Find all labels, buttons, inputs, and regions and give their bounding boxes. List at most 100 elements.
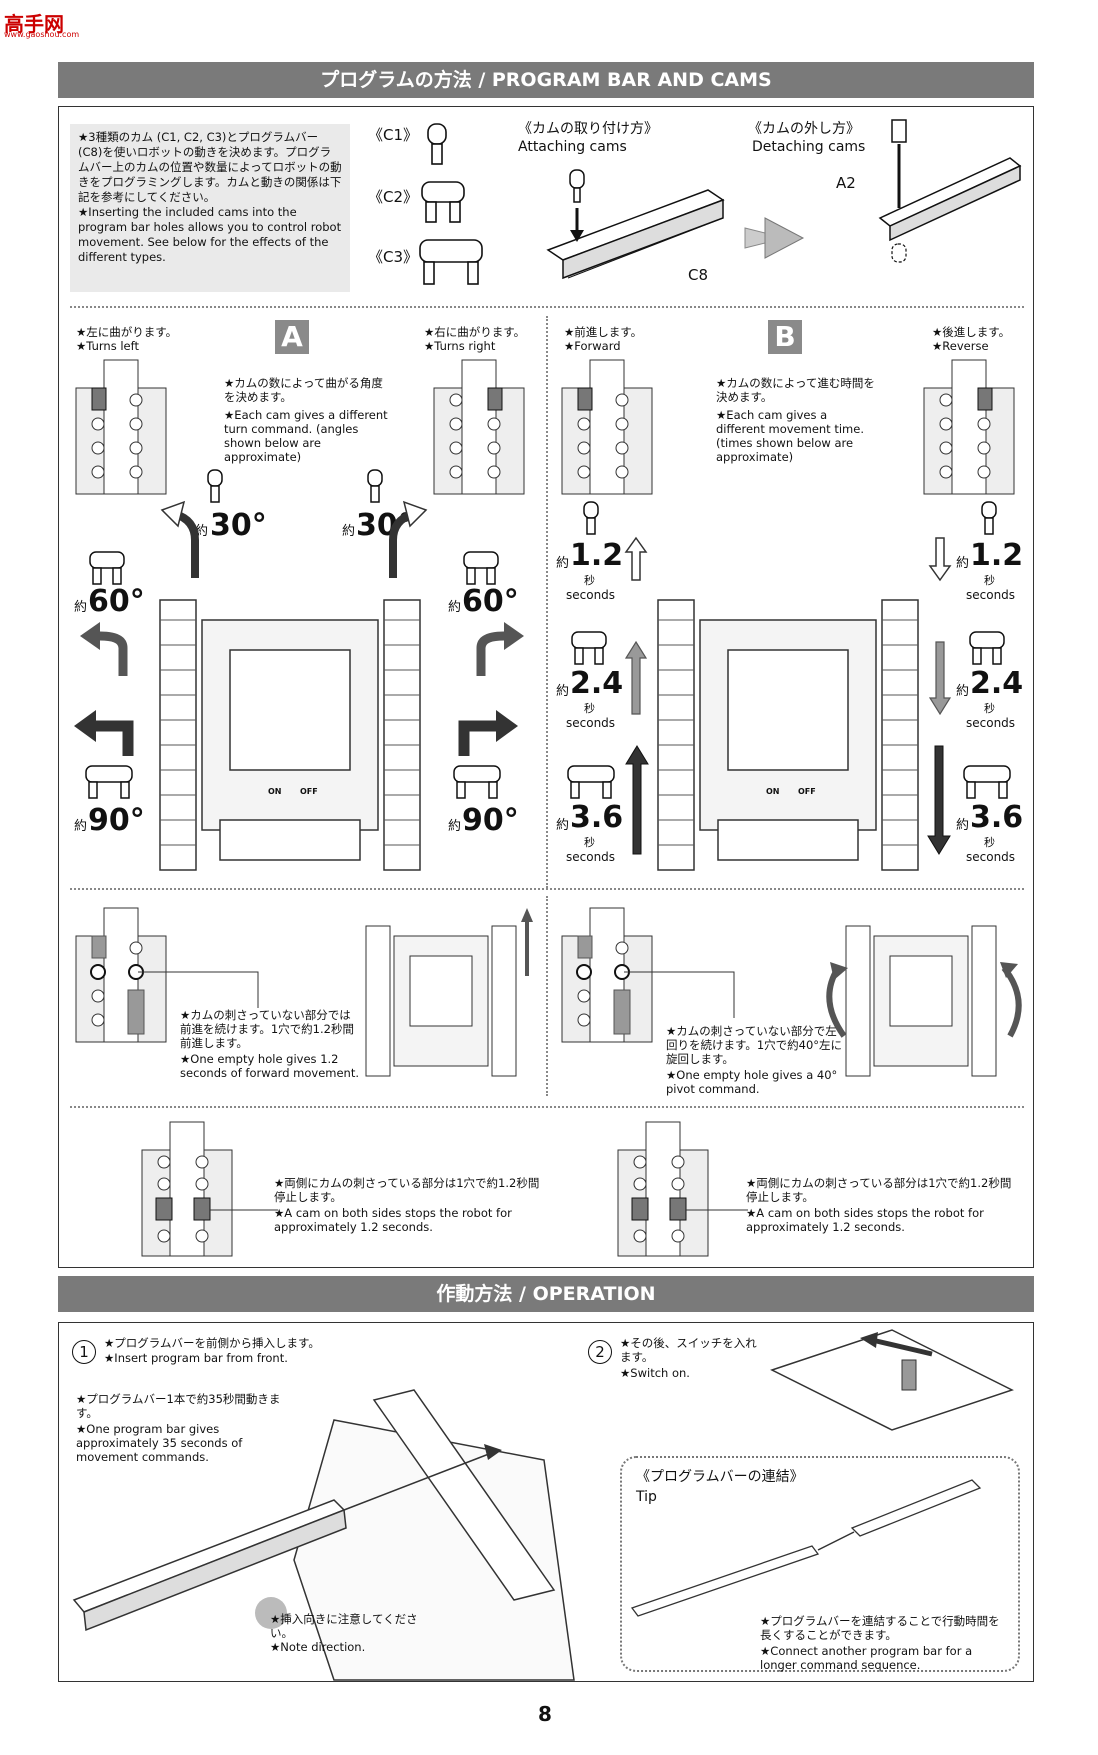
panel-a-letter: A bbox=[275, 320, 309, 354]
yaku-90-right: 約 bbox=[448, 819, 462, 834]
pivot-arrow-left-icon bbox=[826, 962, 848, 1038]
step-1-en: ★Insert program bar from front. bbox=[104, 1351, 288, 1365]
note-highlight-icon bbox=[255, 1597, 287, 1629]
cam-c1-icon bbox=[981, 501, 997, 535]
yaku-60-right: 約 bbox=[448, 600, 462, 615]
robot-top-view-b bbox=[657, 599, 919, 871]
part-label-a2: A2 bbox=[836, 174, 856, 192]
panel-b-letter: B bbox=[768, 320, 802, 354]
empty-fwd-en: ★One empty hole gives 1.2 seconds of for… bbox=[180, 1052, 359, 1080]
turn-arrow-60-right-icon bbox=[476, 622, 524, 676]
panel-b-desc-jp: ★カムの数によって進む時間を決めます。 bbox=[716, 376, 875, 404]
pointer-line bbox=[624, 971, 735, 1018]
yaku-2-4-rev: 約 bbox=[956, 684, 970, 699]
intro-en: ★Inserting the included cams into the pr… bbox=[78, 205, 342, 264]
intro-jp: ★3種類のカム (C1, C2, C3)とプログラムバー(C8)を使いロボットの… bbox=[78, 130, 342, 204]
sec-jp: 秒 bbox=[984, 574, 995, 587]
sec-en: seconds bbox=[966, 716, 1016, 730]
connect-bars-illustration bbox=[630, 1479, 982, 1617]
yaku-2-4-fwd: 約 bbox=[556, 684, 570, 699]
switch-on-label: ON bbox=[268, 787, 282, 796]
time-1-2-fwd: 1.2 bbox=[570, 538, 624, 573]
separator bbox=[70, 306, 1024, 308]
angle-60-left: 60° bbox=[88, 584, 145, 619]
note-direction-jp: ★挿入向きに注意してください。 bbox=[270, 1612, 418, 1640]
cam-c2-icon bbox=[463, 551, 499, 585]
part-label-c8: C8 bbox=[688, 266, 709, 284]
note-direction-en: ★Note direction. bbox=[270, 1640, 366, 1654]
sec-en: seconds bbox=[566, 716, 616, 730]
program-frame bbox=[58, 106, 1034, 1268]
cam-c1-icon bbox=[207, 469, 223, 503]
step-2-jp: ★その後、スイッチを入れます。 bbox=[620, 1336, 757, 1364]
program-bar-left-icon bbox=[75, 359, 167, 495]
forward-arrow-long-icon bbox=[625, 745, 649, 855]
forward-arrow-icon bbox=[521, 908, 533, 976]
attach-cam-illustration bbox=[546, 169, 725, 280]
cam-label-c1: 《C1》 bbox=[368, 126, 419, 144]
angle-90-left: 90° bbox=[88, 803, 145, 838]
reverse-arrow-mid-icon bbox=[928, 641, 952, 716]
pointer-line bbox=[686, 1209, 748, 1211]
pointer-line bbox=[138, 971, 259, 1008]
forward-jp: ★前進します。 bbox=[564, 325, 643, 339]
cam-c3-icon bbox=[567, 765, 615, 799]
pivot-arrow-right-icon bbox=[1000, 962, 1022, 1038]
section-banner-operation: 作動方法 / OPERATION bbox=[58, 1276, 1034, 1312]
intro-note: ★3種類のカム (C1, C2, C3)とプログラムバー(C8)を使いロボットの… bbox=[70, 124, 350, 292]
forward-arrow-short-icon bbox=[624, 536, 648, 581]
switch-off-label: OFF bbox=[300, 787, 318, 796]
reverse-en: ★Reverse bbox=[932, 339, 989, 353]
step-2-en: ★Switch on. bbox=[620, 1366, 690, 1380]
yaku-1-2-rev: 約 bbox=[956, 556, 970, 571]
robot-top-view-a bbox=[159, 599, 421, 871]
yaku-90-left: 約 bbox=[74, 819, 88, 834]
angle-60-right: 60° bbox=[462, 584, 519, 619]
sec-en: seconds bbox=[566, 850, 616, 864]
time-3-6-fwd: 3.6 bbox=[570, 800, 624, 835]
program-bar-both-cams-icon bbox=[141, 1121, 233, 1257]
step-1-number: 1 bbox=[72, 1340, 96, 1364]
empty-fwd-jp: ★カムの刺さっていない部分では前進を続けます。1穴で約1.2秒間前進します。 bbox=[180, 1008, 354, 1050]
sec-jp: 秒 bbox=[984, 702, 995, 715]
yaku-1-2-fwd: 約 bbox=[556, 556, 570, 571]
cam-label-c3: 《C3》 bbox=[368, 248, 419, 266]
turn-arrow-30-right-icon bbox=[389, 500, 428, 578]
yaku-30-right: 約 bbox=[342, 524, 356, 539]
detach-title-jp: 《カムの外し方》 bbox=[748, 121, 860, 137]
cam-shapes-icon bbox=[419, 123, 483, 285]
sec-jp: 秒 bbox=[584, 574, 595, 587]
program-bar-forward-icon bbox=[561, 359, 653, 495]
attach-title-jp: 《カムの取り付け方》 bbox=[518, 121, 658, 137]
time-2-4-fwd: 2.4 bbox=[570, 666, 624, 701]
tip-title-jp: 《プログラムバーの連結》 bbox=[636, 1469, 804, 1485]
both-stop-en-right: ★A cam on both sides stops the robot for… bbox=[746, 1206, 984, 1234]
panel-a-desc-en: ★Each cam gives a different turn command… bbox=[224, 408, 388, 464]
cam-c2-icon bbox=[89, 551, 125, 585]
program-bar-right-icon bbox=[433, 359, 525, 495]
switch-off-label: OFF bbox=[798, 787, 816, 796]
cam-c1-icon bbox=[583, 501, 599, 535]
reverse-arrow-long-icon bbox=[927, 745, 951, 855]
sec-jp: 秒 bbox=[584, 702, 595, 715]
empty-pivot-en: ★One empty hole gives a 40° pivot comman… bbox=[666, 1068, 838, 1096]
program-bar-both-cams-icon bbox=[617, 1121, 709, 1257]
cam-c3-icon bbox=[85, 765, 133, 799]
program-bar-reverse-icon bbox=[923, 359, 1015, 495]
yaku-3-6-fwd: 約 bbox=[556, 818, 570, 833]
turn-right-en: ★Turns right bbox=[424, 339, 496, 353]
attach-title-en: Attaching cams bbox=[518, 139, 627, 155]
both-stop-jp-left: ★両側にカムの刺さっている部分は1穴で約1.2秒間停止します。 bbox=[274, 1176, 540, 1204]
detach-title-en: Detaching cams bbox=[752, 139, 866, 155]
detach-cam-illustration bbox=[878, 119, 1022, 263]
forward-en: ★Forward bbox=[564, 339, 621, 353]
angle-30-left: 30° bbox=[210, 508, 267, 543]
program-bar-empty-hole-pivot-icon bbox=[561, 907, 653, 1043]
robot-small-pivot bbox=[845, 925, 997, 1077]
switch-on-label: ON bbox=[766, 787, 780, 796]
robot-small-forward bbox=[365, 925, 517, 1077]
time-2-4-rev: 2.4 bbox=[970, 666, 1024, 701]
sec-en: seconds bbox=[966, 588, 1016, 602]
cam-c3-icon bbox=[963, 765, 1011, 799]
yaku-3-6-rev: 約 bbox=[956, 818, 970, 833]
